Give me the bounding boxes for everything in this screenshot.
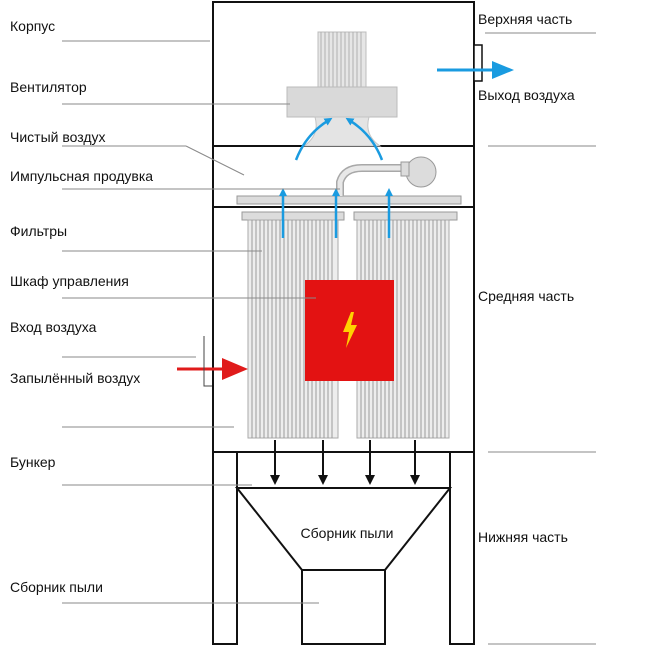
- label-air-outlet: Выход воздуха: [478, 87, 575, 103]
- label-housing: Корпус: [10, 18, 56, 34]
- blow-manifold: [236, 195, 462, 205]
- label-lower-part: Нижняя часть: [478, 529, 568, 545]
- label-filters: Фильтры: [10, 223, 68, 239]
- fan-in-arrow-left: [294, 117, 333, 161]
- dust-fall-arrows: [270, 440, 420, 485]
- leg-right: [449, 451, 475, 645]
- fan: [286, 31, 398, 147]
- legs: [212, 451, 475, 645]
- label-clean-air: Чистый воздух: [10, 129, 106, 145]
- fan-housing: [286, 86, 398, 118]
- pulse-system: [236, 156, 462, 205]
- outlet-arrow: [437, 61, 514, 79]
- clean-airflow-arrows: [279, 117, 393, 238]
- inlet-arrow: [177, 358, 248, 380]
- label-dusty-air: Запылённый воздух: [10, 370, 141, 386]
- label-control-cabinet: Шкаф управления: [10, 273, 129, 289]
- label-middle-part: Средняя часть: [478, 288, 575, 304]
- label-dust-collector: Сборник пыли: [10, 579, 103, 595]
- label-upper-part: Верхняя часть: [478, 11, 573, 27]
- label-hopper: Бункер: [10, 454, 56, 470]
- fan-in-arrow-right: [345, 117, 384, 161]
- lightning-bolt-icon: [343, 312, 357, 348]
- dust-bin: [301, 569, 386, 645]
- label-pulse-blowing: Импульсная продувка: [10, 168, 154, 184]
- outlet-pipe: [473, 44, 483, 82]
- label-air-inlet: Вход воздуха: [10, 319, 97, 335]
- filter-right: [353, 211, 458, 439]
- fan-motor-fins: [317, 31, 367, 88]
- leg-left: [212, 451, 238, 645]
- label-fan: Вентилятор: [10, 79, 87, 95]
- inlet-bracket: [203, 336, 212, 387]
- label-hopper-dust-collector: Сборник пыли: [300, 525, 394, 541]
- pulse-valve: [405, 156, 437, 188]
- right-leader-lines: [485, 32, 596, 645]
- left-leader-lines: [62, 40, 340, 604]
- hopper: [234, 487, 453, 645]
